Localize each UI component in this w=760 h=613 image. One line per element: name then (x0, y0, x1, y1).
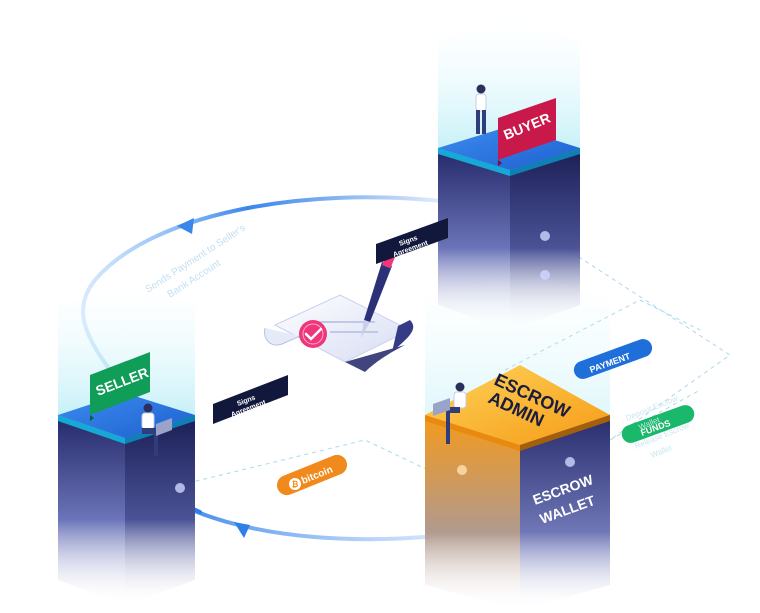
bitcoin-symbol-icon: ₿ (292, 480, 299, 489)
bitcoin-pill: ₿ bitcoin (276, 454, 348, 496)
buyer-tag: BUYER (498, 98, 556, 166)
contract-icon (263, 294, 414, 372)
release-wallet-label-2: Wallet (649, 443, 673, 460)
laptop-icon (156, 418, 172, 436)
person-icon (446, 382, 467, 444)
laptop-icon (433, 398, 450, 416)
person-icon (141, 403, 158, 456)
arrow-icon (234, 522, 250, 538)
escrow-block (425, 270, 610, 610)
person-icon (475, 84, 487, 134)
seller-signs-agreement-tag: Signs Agreement (213, 375, 288, 424)
arrow-icon (177, 218, 194, 234)
checkmark-icon (299, 320, 327, 348)
buyer-signs-agreement-tag: Signs Agreement (376, 218, 448, 264)
seller-pillar (58, 285, 195, 605)
